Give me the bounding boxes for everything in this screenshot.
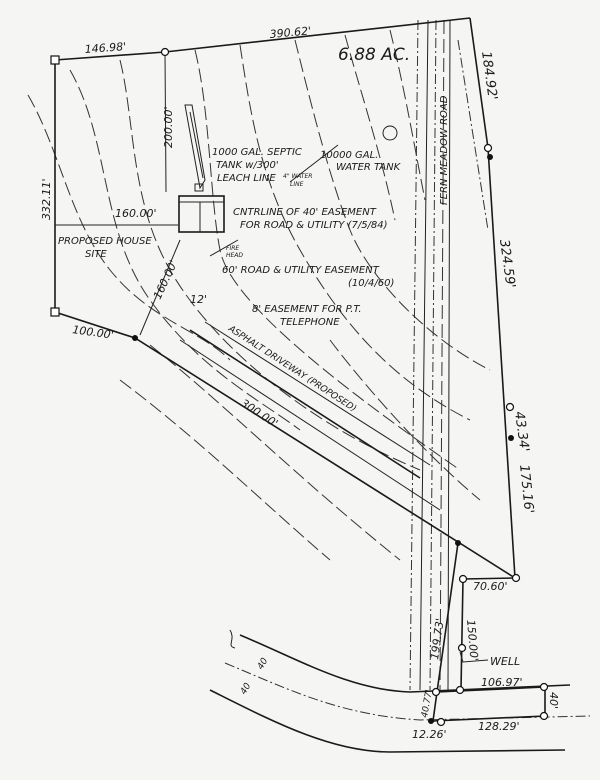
dim-strip-bottom: 128.29' (478, 720, 520, 733)
dim-strip-end: 40' (547, 692, 560, 709)
contour (389, 29, 426, 201)
fern-meadow-road (409, 19, 489, 691)
septic-label-3: LEACH LINE (217, 173, 276, 184)
dim-house-to-top: 200.00' (162, 106, 175, 148)
house-site-label-2: SITE (85, 249, 107, 260)
water-tank-label-1: 10000 GAL. (320, 150, 378, 161)
dim-east-upper: 184.92' (478, 50, 500, 101)
easement-40-label-1: CNTRLINE OF 40' EASEMENT (233, 207, 377, 218)
dim-east-lower: 175.16' (516, 464, 536, 514)
contour (239, 44, 471, 421)
well-label: WELL (490, 655, 520, 668)
fire-head-label-2: HEAD (226, 252, 243, 259)
dim-strip-west: 40.77' (420, 689, 435, 719)
house-site-label-1: PROPOSED HOUSE (58, 236, 152, 247)
dim-house-offset: 160.00' (115, 207, 157, 220)
fern-meadow-road-label: FERN MEADOW ROAD (439, 95, 450, 205)
acreage-label: 6.88 AC. (338, 45, 410, 65)
water-line (289, 144, 339, 183)
contour (27, 94, 231, 361)
water-tank-label-2: WATER TANK (336, 162, 402, 173)
dim-east-short: 43.34' (511, 410, 532, 452)
contour (119, 59, 421, 471)
dim-east-middle: 324.59' (496, 238, 518, 289)
contour (149, 344, 401, 561)
contour (344, 34, 396, 221)
water-line-label-1: 4" WATER (283, 173, 312, 180)
septic-label-2: TANK w/300' (216, 160, 279, 171)
dim-driveway-width: 12' (190, 293, 207, 306)
dim-top-total: 390.62' (269, 24, 311, 41)
dim-road-leg: 199.73' (428, 617, 447, 660)
contour (119, 379, 331, 561)
road-width-b: 40 (239, 681, 254, 696)
easement-8-label-2: TELEPHONE (280, 317, 340, 328)
survey-monuments (50, 47, 549, 727)
fire-head-label-1: FIRE (226, 245, 239, 252)
dim-jog: 70.60' (473, 580, 508, 593)
septic-label-1: 1000 GAL. SEPTIC (212, 147, 302, 158)
dim-west: 332.11' (40, 178, 53, 220)
well-leader (459, 651, 489, 663)
house-site (178, 104, 225, 233)
contour (329, 339, 481, 501)
dim-southwest: 100.00' (72, 323, 115, 342)
road-width-a: 40 (256, 656, 271, 671)
contour (69, 69, 301, 431)
contour-lines (27, 29, 491, 561)
easement-8-label-1: 8' EASEMENT FOR P.T. (252, 304, 362, 315)
easement-60-label-2: (10/4/60) (348, 278, 394, 289)
easement-40-label-2: FOR ROAD & UTILITY (7/5/84) (240, 220, 388, 231)
dim-top-west: 146.98' (84, 40, 126, 56)
contour (194, 49, 461, 471)
county-road (209, 629, 591, 753)
dim-strip-top: 106.97' (481, 676, 523, 689)
well-icon (457, 643, 467, 653)
contour (294, 39, 491, 371)
easement-60-label-1: 60' ROAD & UTILITY EASEMENT (222, 265, 380, 276)
dim-well-leg: 150.00' (464, 619, 481, 661)
water-tank-icon (382, 125, 398, 141)
dim-strip-corner: 12.26' (412, 728, 447, 741)
fire-head-leader (209, 239, 239, 257)
driveway (179, 321, 441, 511)
water-line-label-2: LINE (290, 181, 304, 188)
